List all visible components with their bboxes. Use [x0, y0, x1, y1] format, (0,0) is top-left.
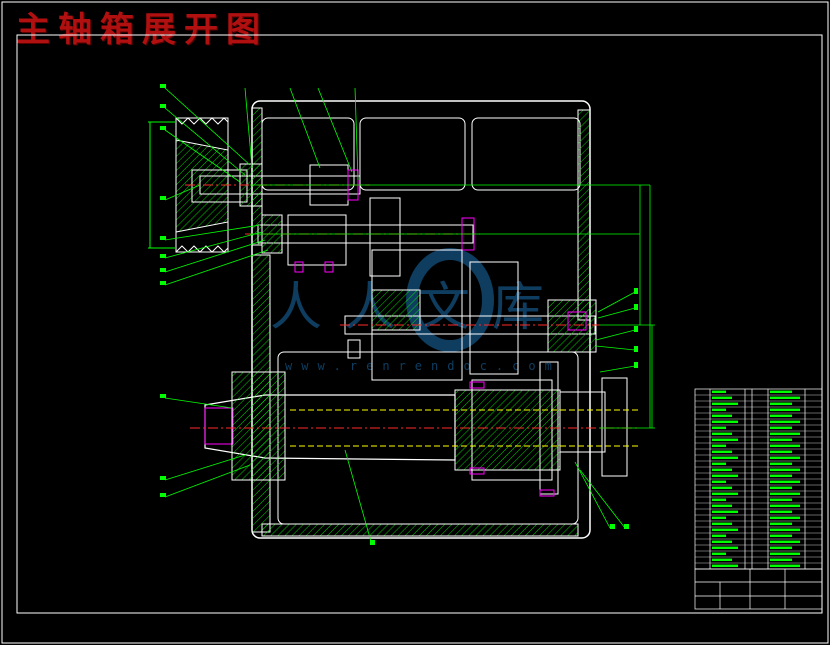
table-cell-mark [770, 522, 792, 525]
table-cell-mark [712, 540, 732, 543]
table-cell-mark [712, 474, 738, 477]
table-cell-mark [770, 552, 800, 555]
table-cell-mark [712, 444, 726, 447]
table-cell-mark [770, 546, 792, 549]
table-cell-mark [712, 522, 732, 525]
table-cell-mark [712, 558, 732, 561]
table-cell-mark [770, 432, 800, 435]
table-cell-mark [712, 498, 726, 501]
v-belt-pulley [148, 117, 248, 253]
table-cell-mark [770, 450, 792, 453]
table-cell-mark [770, 516, 800, 519]
title-block [694, 568, 823, 610]
table-cell-mark [770, 564, 800, 567]
table-cell-mark [770, 558, 792, 561]
table-cell-mark [770, 426, 792, 429]
table-cell-mark [770, 444, 800, 447]
table-cell-mark [712, 456, 738, 459]
table-cell-mark [712, 396, 732, 399]
drawing-title: 主轴箱展开图 [16, 10, 268, 50]
table-cell-mark [770, 438, 792, 441]
table-cell-mark [712, 468, 732, 471]
table-cell-mark [770, 534, 792, 537]
housing [251, 100, 591, 539]
table-cell-mark [770, 510, 792, 513]
table-cell-mark [770, 408, 800, 411]
table-cell-mark [712, 450, 732, 453]
table-cell-mark [770, 462, 792, 465]
table-cell-mark [712, 462, 726, 465]
table-cell-mark [770, 420, 800, 423]
table-cell-mark [770, 474, 792, 477]
table-cell-mark [770, 480, 800, 483]
shaft-2 [245, 197, 480, 277]
table-cell-mark [712, 420, 738, 423]
leader-lines [164, 87, 655, 546]
table-cell-mark [712, 438, 738, 441]
table-cell-mark [770, 402, 792, 405]
table-cell-mark [712, 516, 726, 519]
part-markers [160, 84, 638, 545]
table-cell-mark [770, 498, 792, 501]
table-cell-mark [770, 540, 800, 543]
table-cell-mark [712, 480, 726, 483]
table-cell-mark [770, 486, 792, 489]
inner-frame [16, 34, 823, 614]
table-cell-mark [712, 432, 732, 435]
table-cell-mark [770, 528, 800, 531]
table-cell-mark [770, 414, 792, 417]
table-cell-mark [770, 504, 800, 507]
table-cell-mark [712, 408, 726, 411]
table-cell-mark [712, 390, 726, 393]
table-cell-mark [712, 486, 732, 489]
table-cell-mark [712, 534, 726, 537]
table-cell-mark [712, 546, 738, 549]
table-cell-mark [712, 426, 726, 429]
table-cell-mark [712, 402, 738, 405]
table-cell-mark [770, 468, 800, 471]
table-cell-mark [770, 456, 800, 459]
table-cell-mark [712, 504, 732, 507]
parts-list-rows [695, 390, 822, 567]
table-cell-mark [712, 564, 738, 567]
spindle [190, 361, 640, 497]
table-cell-mark [770, 390, 792, 393]
table-cell-mark [712, 528, 738, 531]
watermark-text-url: www.renrendoc.com [285, 359, 561, 373]
table-cell-mark [712, 510, 738, 513]
table-cell-mark [712, 414, 732, 417]
table-cell-mark [770, 492, 800, 495]
table-cell-mark [712, 552, 726, 555]
table-cell-mark [712, 492, 738, 495]
shaft-3 [340, 249, 600, 381]
table-cell-mark [770, 396, 800, 399]
